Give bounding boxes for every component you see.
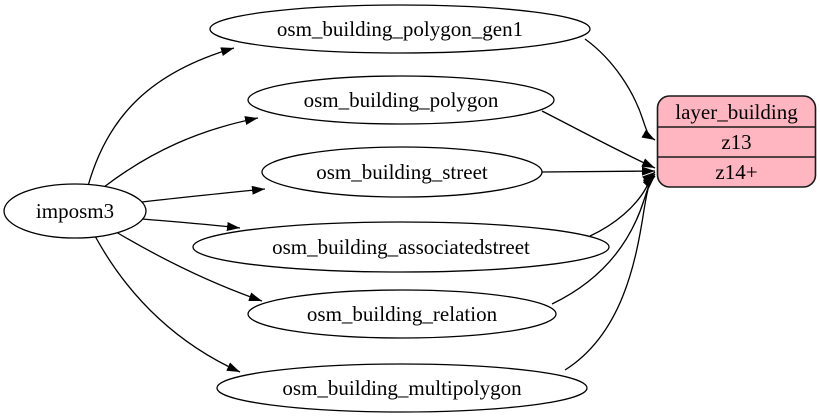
edge-imposm3-to-associatedstreet [141, 218, 241, 231]
layer-building-box [656, 95, 817, 188]
layer-building-row-z14: z14+ [715, 160, 757, 184]
edge-imposm3-to-polygon-gen1 [87, 47, 235, 187]
edge-street-to-z14 [541, 166, 656, 176]
imposm3-ellipse [3, 183, 147, 239]
street-label: osm_building_street [316, 160, 488, 184]
node-osm-building-associatedstreet: osm_building_associatedstreet [192, 221, 610, 273]
edge-imposm3-to-relation [115, 231, 263, 302]
multipolygon-label: osm_building_multipolygon [282, 376, 522, 400]
node-osm-building-polygon-gen1: osm_building_polygon_gen1 [209, 4, 591, 54]
edge-polygon-to-z14 [541, 110, 656, 169]
node-imposm3: imposm3 [3, 183, 147, 239]
edge-imposm3-to-polygon [103, 116, 259, 188]
edge-group [87, 38, 656, 373]
polygon-gen1-ellipse [209, 4, 591, 54]
edge-imposm3-to-street [141, 185, 266, 203]
multipolygon-ellipse [216, 363, 588, 413]
imposm3-label: imposm3 [36, 199, 114, 223]
associatedstreet-ellipse [192, 221, 610, 273]
relation-label: osm_building_relation [307, 302, 498, 326]
polygon-gen1-label: osm_building_polygon_gen1 [277, 17, 523, 41]
node-layer-building: layer_building z13 z14+ [656, 95, 817, 188]
polygon-ellipse [247, 75, 555, 125]
polygon-label: osm_building_polygon [304, 88, 499, 112]
node-osm-building-polygon: osm_building_polygon [247, 75, 555, 125]
node-osm-building-street: osm_building_street [261, 146, 543, 198]
node-osm-building-multipolygon: osm_building_multipolygon [216, 363, 588, 413]
node-osm-building-relation: osm_building_relation [247, 289, 557, 339]
street-ellipse [261, 146, 543, 198]
edge-multipolygon-to-z14 [564, 175, 656, 371]
layer-building-title: layer_building [675, 100, 798, 124]
associatedstreet-label: osm_building_associatedstreet [272, 235, 530, 259]
layer-building-row-z13: z13 [721, 130, 751, 154]
relation-ellipse [247, 289, 557, 339]
edge-imposm3-to-multipolygon [94, 235, 241, 373]
edge-polygon-gen1-to-z13 [584, 38, 656, 141]
